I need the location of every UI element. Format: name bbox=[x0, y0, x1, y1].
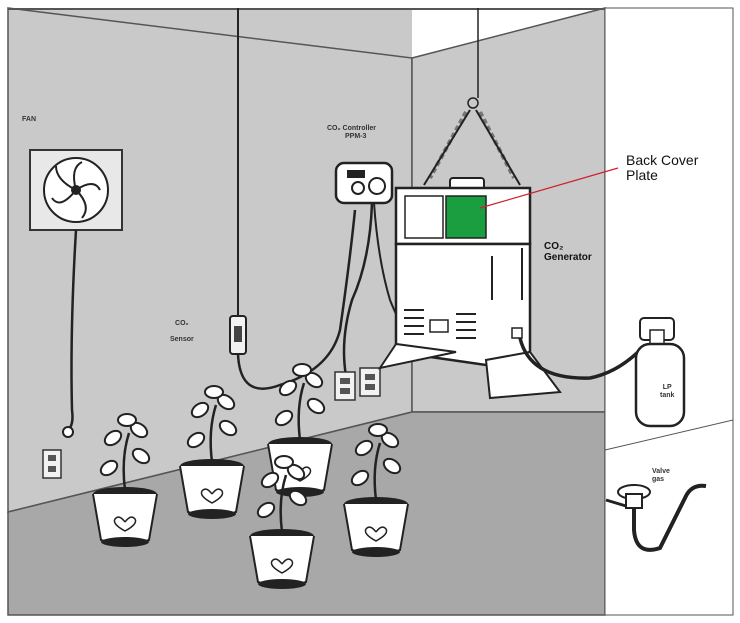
generator-label-line1: CO₂ bbox=[544, 241, 564, 252]
co2-controller-icon bbox=[334, 161, 394, 205]
co2-sensor-label-line2: Sensor bbox=[170, 335, 194, 343]
back-cover-plate bbox=[445, 195, 487, 239]
valve-label-line1: Valve bbox=[652, 468, 670, 475]
co2-sensor-icon bbox=[229, 315, 247, 355]
valve-label: Valve gas bbox=[652, 468, 670, 483]
outlet-icon bbox=[42, 449, 62, 479]
co2-sensor-label-line1: CO₂ bbox=[175, 320, 189, 327]
gas-hose bbox=[518, 337, 647, 380]
fan-icon bbox=[29, 149, 123, 231]
co2-generator-icon bbox=[377, 177, 562, 400]
lp-tank-label: LP tank bbox=[660, 384, 674, 399]
co2-controller-label-line2: PPM-3 bbox=[345, 132, 367, 140]
hanging-chain bbox=[423, 109, 521, 186]
plant-pot-icon bbox=[179, 385, 245, 519]
back-cover-label: Back Cover Plate bbox=[626, 152, 699, 184]
back-cover-leader bbox=[479, 167, 619, 209]
generator-label: CO₂ Generator bbox=[544, 241, 592, 263]
co2-controller-label: CO₂ Controller PPM-3 bbox=[327, 125, 376, 140]
plant-pot-icon bbox=[249, 455, 315, 589]
back-cover-label-line1: Back Cover bbox=[626, 152, 699, 168]
outlet-icon bbox=[334, 367, 381, 401]
lp-tank-label-line1: LP bbox=[662, 384, 672, 391]
plant-pot-icon bbox=[92, 413, 158, 547]
lp-tank-icon bbox=[634, 317, 686, 428]
lp-tank-label-line2: tank bbox=[660, 391, 675, 399]
fan-label: FAN bbox=[22, 116, 36, 123]
plants-group bbox=[92, 363, 409, 589]
generator-label-line2: Generator bbox=[544, 252, 592, 263]
gas-valve-icon bbox=[605, 483, 707, 552]
plant-pot-icon bbox=[343, 423, 409, 557]
co2-sensor-label: CO₂ Sensor bbox=[170, 320, 194, 343]
back-cover-label-line2: Plate bbox=[626, 167, 658, 184]
valve-label-line2: gas bbox=[652, 475, 665, 483]
co2-controller-label-line1: CO₂ Controller bbox=[327, 125, 376, 132]
fan-plug-icon bbox=[62, 426, 74, 438]
